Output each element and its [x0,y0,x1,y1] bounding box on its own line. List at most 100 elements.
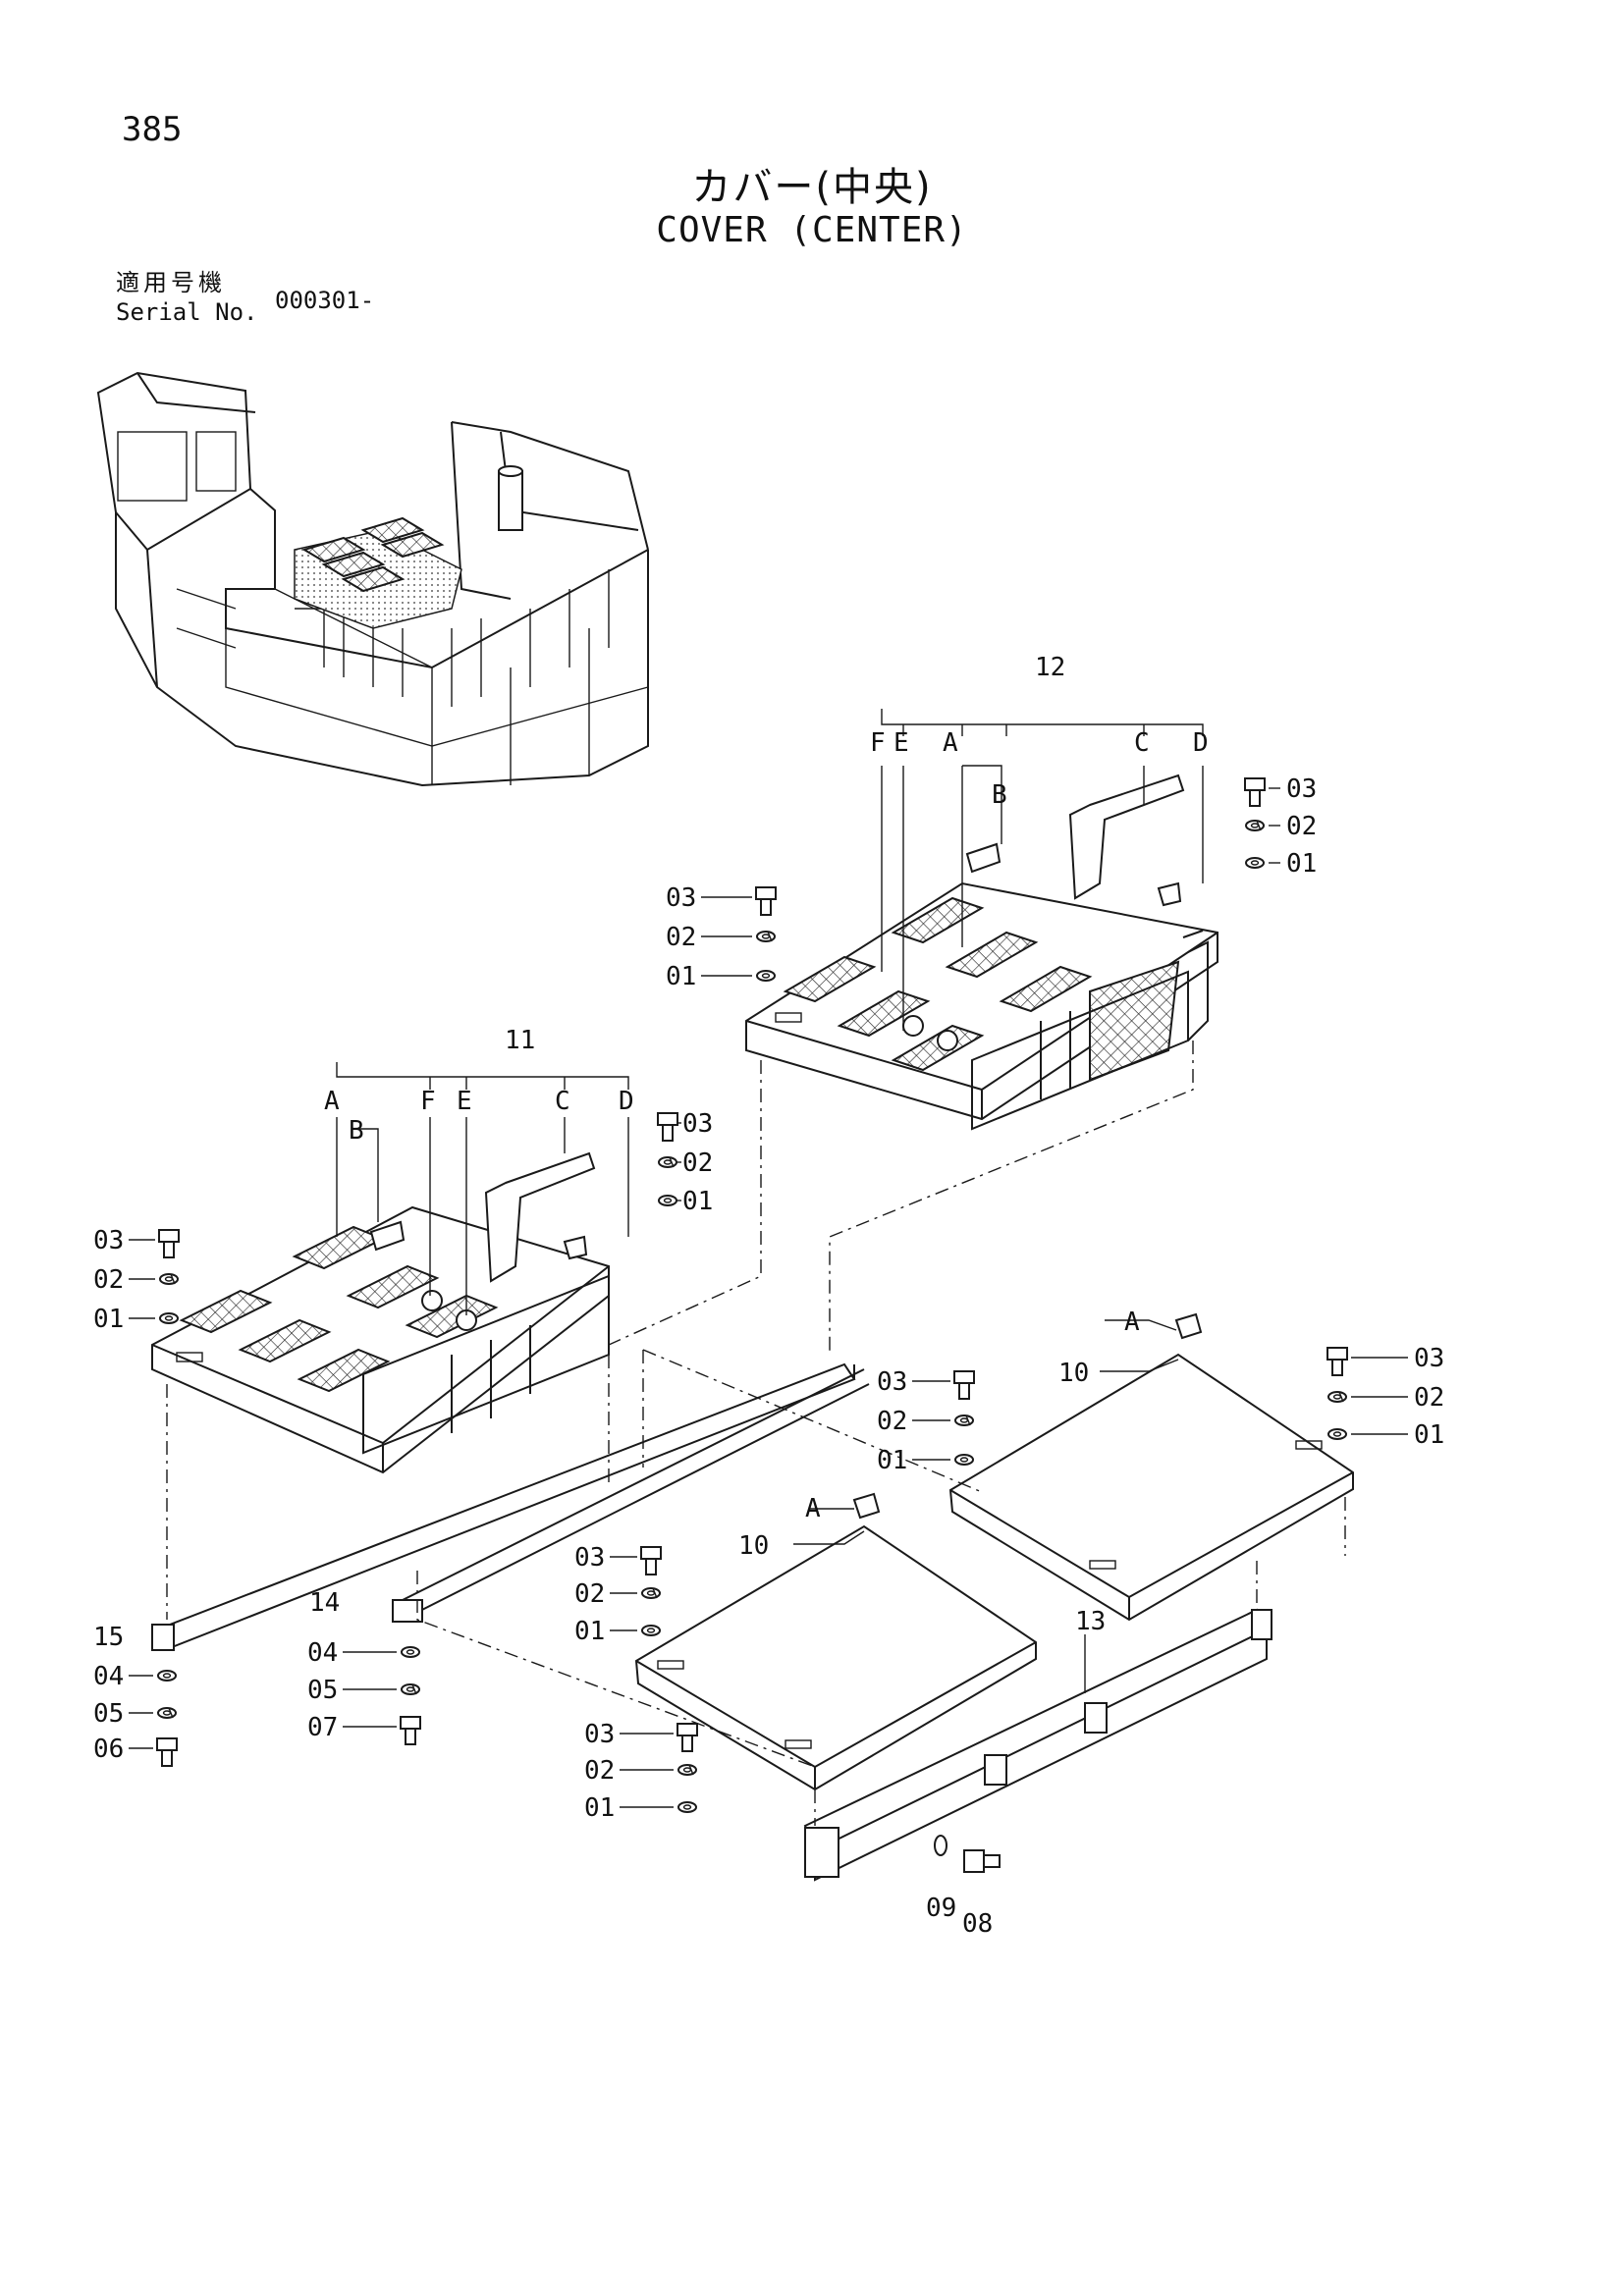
assembly-centerlines [166,1041,1346,1826]
washer-icon [934,1835,947,1856]
callout-02: 02 [1286,812,1317,841]
callout-06: 06 [93,1735,124,1764]
washer-icon [756,970,776,982]
callout-05: 05 [93,1699,124,1729]
callout-03: 03 [877,1367,907,1397]
fastener-callout-01: 01 [666,962,776,991]
callout-D: D [619,1087,634,1116]
fastener-callout-01: 01 [584,1793,697,1823]
cover-assembly-11 [151,1151,610,1474]
washer-icon [157,1670,177,1682]
callout-04: 04 [93,1662,124,1691]
spring-washer-icon [159,1273,179,1285]
washer-icon [641,1625,661,1636]
spring-washer-icon [1245,820,1265,831]
fastener-callout-01: 01 [877,1446,974,1475]
cover-plate-10-upper [948,1312,1354,1622]
machine-overview-illustration [96,371,649,787]
spring-washer-icon [954,1415,974,1426]
bolt-icon [1244,777,1266,807]
fastener-callout-01: 01 [1327,1420,1444,1450]
fastener-callout-07: 07 [307,1713,421,1745]
fastener-callout-04: 04 [307,1638,420,1668]
serial-number-value: 000301- [275,287,375,314]
callout-C: C [555,1087,570,1116]
callout-A: A [1124,1308,1140,1337]
serial-label-japanese: 適用号機 [116,269,226,296]
fastener-callout-05: 05 [93,1699,177,1729]
page-number: 385 [122,110,183,149]
bolt-icon [657,1112,678,1142]
callout-E: E [893,728,909,758]
bolt-icon [156,1737,178,1767]
bolt-icon [640,1546,662,1575]
callout-13: 13 [1075,1607,1106,1636]
bolt-icon [963,1849,1001,1873]
bolt-icon [158,1229,180,1258]
page-title-english: COVER (CENTER) [656,210,968,250]
callout-02: 02 [877,1407,907,1436]
callout-03: 03 [682,1109,713,1139]
bolt-icon [400,1716,421,1745]
callout-01: 01 [666,962,696,991]
cover-assembly-12 [745,774,1218,1131]
callout-02: 02 [574,1579,605,1609]
fastener-callout-01: 01 [574,1617,661,1646]
fastener-callout-03: 03 [1326,1344,1444,1376]
callout-03: 03 [666,883,696,913]
callout-10: 10 [738,1531,769,1561]
callout-A: A [324,1087,340,1116]
fastener-callout-04: 04 [93,1662,177,1691]
bolt-icon [953,1370,975,1400]
washer-icon [954,1454,974,1466]
fastener-callout-03: 03 [877,1367,975,1400]
spring-washer-icon [641,1587,661,1599]
callout-A: A [805,1494,821,1523]
cover-plate-10-lower [634,1492,1037,1791]
callout-03: 03 [93,1226,124,1255]
fastener-callout-01: 01 [1245,849,1317,879]
callout-02: 02 [1414,1383,1444,1413]
fastener-callout-02: 02 [658,1148,713,1178]
leader-lines [336,709,1204,1693]
fastener-icons: 0302010302010302010302010302010302010302… [93,774,1444,1823]
fastener-callout-02: 02 [574,1579,661,1609]
callout-01: 01 [1414,1420,1444,1450]
callout-05: 05 [307,1676,338,1705]
callout-12: 12 [1035,653,1065,682]
callout-03: 03 [574,1543,605,1573]
fastener-callout-01: 01 [93,1305,179,1334]
callout-15: 15 [93,1623,124,1652]
callout-01: 01 [584,1793,615,1823]
fastener-callout-05: 05 [307,1676,420,1705]
callout-D: D [1193,728,1209,758]
fastener-callout-03: 03 [1244,774,1317,807]
washer-icon [677,1801,697,1813]
callout-B: B [349,1116,364,1146]
fastener-callout-03: 03 [93,1226,180,1258]
spring-washer-icon [756,931,776,942]
callout-F: F [870,728,886,758]
callout-01: 01 [877,1446,907,1475]
spring-washer-icon [658,1156,677,1168]
fastener-callout-03: 03 [657,1109,713,1142]
callout-E: E [457,1087,472,1116]
callout-01: 01 [93,1305,124,1334]
fastener-callout-02: 02 [666,923,776,952]
washer-icon [658,1195,677,1206]
fastener-callout-02: 02 [1245,812,1317,841]
fastener-callout-01: 01 [658,1187,713,1216]
callout-09: 09 [926,1894,956,1923]
fastener-callout-06: 06 [93,1735,178,1767]
fastener-callout-02: 02 [1327,1383,1444,1413]
callout-01: 01 [682,1187,713,1216]
callout-03: 03 [584,1720,615,1749]
bolt-icon [677,1723,698,1752]
fastener-callout-03: 03 [666,883,777,916]
callout-07: 07 [307,1713,338,1742]
callout-02: 02 [666,923,696,952]
callout-03: 03 [1414,1344,1444,1373]
serial-label-english: Serial No. [116,298,258,326]
washer-icon [1327,1428,1347,1440]
